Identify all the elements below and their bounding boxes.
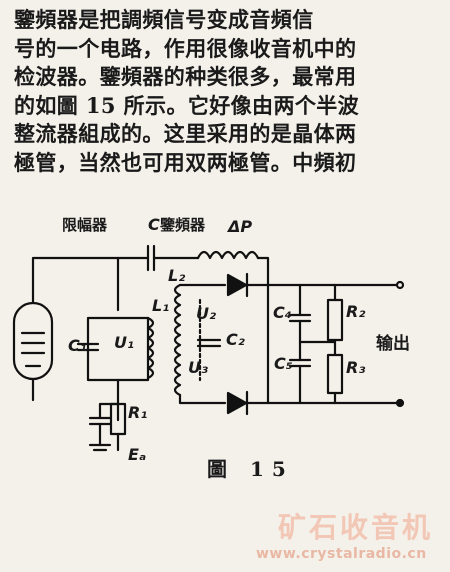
label-r3: R₃ — [346, 358, 366, 377]
watermark-title: 矿石收音机 — [278, 511, 434, 544]
choke-coil — [196, 250, 260, 260]
label-ea: Eₐ — [128, 445, 147, 464]
body-text: 鑒頻器是把調頻信号变成音頻信 号的一个电路，作用很像收音机中的 检波器。鑒頻器的… — [14, 6, 442, 177]
figure-caption: 圖 15 — [207, 457, 294, 481]
text-line-5: 整流器組成的。这里采用的是晶体两 — [14, 121, 357, 146]
label-choke: ΔP — [228, 217, 253, 236]
label-c5: C₅ — [274, 354, 293, 373]
label-output: 输出 — [376, 334, 410, 354]
choke-out-wire — [256, 256, 270, 287]
label-l1: L₁ — [152, 296, 170, 315]
label-r2: R₂ — [346, 302, 366, 321]
diode-top — [226, 272, 249, 298]
tank-loop — [86, 316, 150, 382]
tube-symbol — [12, 301, 54, 381]
watermark: 矿石收音机 www.crystalradio.cn — [256, 506, 446, 568]
decoupling-wire — [98, 402, 120, 420]
label-c1: C₁ — [68, 336, 87, 355]
plate-wire — [31, 256, 150, 305]
text-line-2: 号的一个电路，作用很像收音机中的 — [14, 35, 357, 61]
text-line-4: 的如圖 15 所示。它好像由两个半波 — [14, 92, 360, 118]
l2-coil — [173, 283, 182, 397]
label-l2: L₂ — [168, 266, 186, 285]
watermark-url: www.crystalradio.cn — [256, 546, 427, 562]
label-u2: U₂ — [196, 304, 216, 323]
label-discriminator: 鑒頻器 — [160, 216, 206, 234]
output-terminal-top — [395, 280, 405, 290]
l1-coil — [146, 316, 155, 380]
output-terminal-bottom — [395, 398, 405, 408]
label-limiter: 限幅器 — [62, 216, 108, 234]
label-r1: R₁ — [128, 403, 148, 422]
text-line-3: 检波器。鑒頻器的种类很多，最常用 — [14, 64, 357, 89]
label-c: C — [148, 215, 160, 234]
r3-resistor — [326, 353, 344, 395]
text-line-1: 鑒頻器是把調頻信号变成音頻信 — [14, 7, 314, 32]
label-c4: C₄ — [273, 303, 292, 322]
r2-resistor — [326, 298, 344, 342]
label-u1: U₁ — [114, 333, 134, 352]
label-c2: C₂ — [226, 330, 245, 349]
diode-bottom — [226, 390, 249, 416]
text-line-6: 極管，当然也可用双两極管。中頻初 — [14, 149, 357, 175]
l2-bottom-wire — [178, 393, 227, 405]
label-u3: U₃ — [188, 358, 208, 377]
